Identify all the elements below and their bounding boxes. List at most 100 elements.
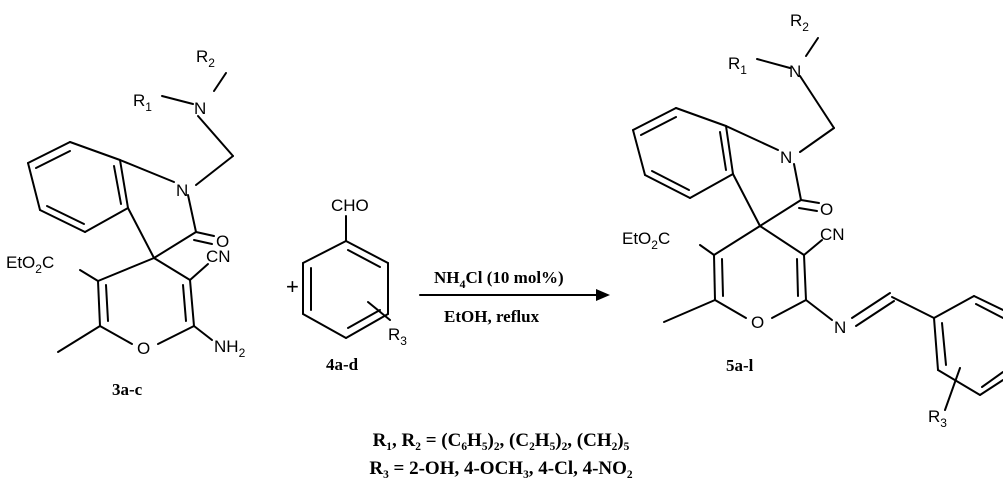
aryl-double-bond <box>941 322 947 366</box>
carbonyl-bond <box>798 207 818 212</box>
cn-label: CN <box>206 247 231 266</box>
aryl-bond <box>933 317 939 371</box>
r1-n-bond <box>756 58 791 69</box>
carbonyl-o-label: O <box>216 232 229 251</box>
n-ch2-bond <box>799 75 835 129</box>
benzene-bond <box>69 141 121 161</box>
cho-label: CHO <box>331 196 369 215</box>
ch2-nring-bond <box>799 127 835 153</box>
r3-label: R3 <box>388 325 407 348</box>
benzene-bond <box>27 162 41 211</box>
imine-double-bond <box>855 300 895 327</box>
r2-n-bond <box>805 37 819 57</box>
pyran-bond <box>803 254 807 301</box>
arene-bond <box>302 240 347 264</box>
conditions-catalyst: NH4Cl (10 mol%) <box>434 268 564 291</box>
compound-id-5a-l: 5a-l <box>726 356 754 375</box>
r3-bond <box>367 301 391 321</box>
pyran-o-label: O <box>751 313 764 332</box>
benzene-bond <box>632 107 677 131</box>
methyl-bond <box>57 325 101 353</box>
imine-n-label: N <box>834 318 846 337</box>
carbonyl-bond <box>195 231 215 237</box>
arrow-head <box>596 289 610 301</box>
ring5-bond <box>793 163 802 201</box>
benzene-bond <box>725 125 734 175</box>
pyran-bond <box>189 279 195 327</box>
aryl-bond <box>979 379 1003 396</box>
arene-double-bond <box>347 249 381 268</box>
ring5-bond <box>153 231 197 259</box>
carbonyl-bond <box>800 199 820 204</box>
r3-label: R3 <box>928 407 947 430</box>
ring-n-label: N <box>176 181 188 200</box>
aryl-bond <box>973 295 1003 311</box>
arene-double-bond <box>347 309 381 329</box>
ring5-bond <box>119 159 175 183</box>
arene-bond <box>302 313 347 339</box>
pyran-bond <box>97 280 101 327</box>
benzene-bond <box>39 209 86 233</box>
aryl-bond <box>933 295 975 319</box>
benzene-double-bond <box>651 170 690 191</box>
benzene-double-bond <box>640 116 677 136</box>
methyl-bond <box>663 299 716 323</box>
pyran-double-bond <box>721 258 724 297</box>
pyran-double-bond <box>182 284 187 322</box>
pyran-bond <box>771 299 807 319</box>
pyran-bond <box>759 225 805 256</box>
amine-n-label: N <box>194 99 206 118</box>
substituent-note-r3: R₃ = 2-OH, 4-OCH₃, 4-Cl, 4-NO₂ <box>369 458 633 479</box>
reaction-arrow: NH4Cl (10 mol%) EtOH, reflux <box>419 268 610 326</box>
aryl-double-bond <box>975 303 1003 319</box>
ring5-bond <box>127 207 155 259</box>
benzene-bond <box>675 107 727 127</box>
amine-n-label: N <box>789 62 801 81</box>
pyran-bond <box>99 325 133 345</box>
aryl-double-bond <box>981 371 1003 388</box>
ring5-bond <box>732 173 761 227</box>
r1-label: R1 <box>728 54 747 77</box>
nh2-label: NH2 <box>214 337 246 360</box>
r1-label: R1 <box>133 91 152 114</box>
plus-sign: + <box>286 274 299 299</box>
benzene-bond <box>644 174 691 199</box>
cn-label: CN <box>820 225 845 244</box>
aryl-bond <box>937 369 981 396</box>
pyran-bond <box>713 254 716 301</box>
r3-bond <box>944 367 961 411</box>
ring5-bond <box>725 125 779 151</box>
ring5-bond <box>759 199 802 227</box>
cn-bond <box>803 239 823 256</box>
benzene-double-bond <box>46 205 85 225</box>
benzene-bond <box>632 129 646 176</box>
product-5a-l: R1 R2 N N O EtO2C CN O N R3 5a-l <box>622 11 1003 430</box>
r2-label: R2 <box>196 47 215 70</box>
pyran-bond <box>714 299 747 319</box>
benzene-double-bond <box>719 131 727 171</box>
benzene-bond <box>119 159 129 209</box>
ester-label: EtO2C <box>622 229 670 252</box>
reactant-4a-d: CHO R3 4a-d <box>302 196 407 374</box>
imine-double-bond <box>851 292 891 319</box>
substituent-note-r1-r2: R₁, R₂ = (C₆H₅)₂, (C₂H₅)₂, (CH₂)₅ <box>373 430 630 451</box>
n-ch2-bond <box>197 115 234 157</box>
ester-bond <box>699 244 715 256</box>
carbonyl-o-label: O <box>820 200 833 219</box>
ch-aryl-bond <box>891 296 935 319</box>
arene-bond <box>345 240 389 264</box>
r1-n-bond <box>161 95 194 105</box>
pyran-double-bond <box>105 284 109 322</box>
compound-id-3a-c: 3a-c <box>112 380 143 399</box>
pyran-bond <box>97 257 155 282</box>
benzene-double-bond <box>113 165 122 205</box>
carbonyl-bond <box>193 239 213 245</box>
arene-bond <box>345 313 389 339</box>
benzene-bond <box>84 207 129 233</box>
pyran-bond <box>713 225 761 256</box>
conditions-solvent: EtOH, reflux <box>444 307 540 326</box>
cn-bond <box>189 263 209 281</box>
benzene-bond <box>689 173 734 199</box>
